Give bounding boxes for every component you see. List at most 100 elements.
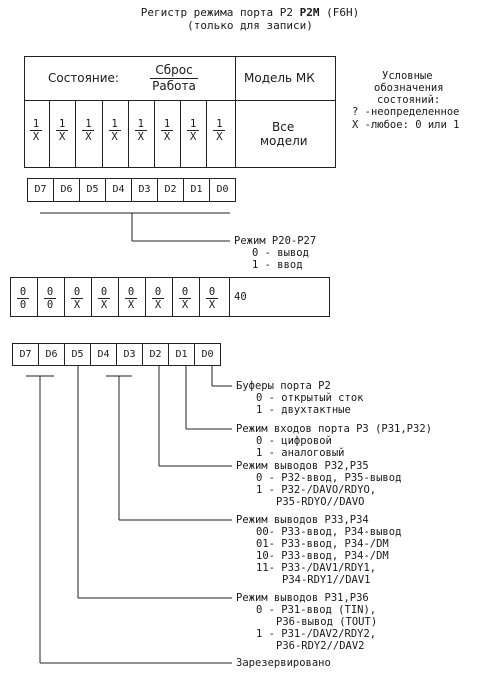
- page-subtitle: (только для записи): [187, 19, 313, 32]
- reset-label: Сброс: [150, 63, 198, 79]
- reset-work-fraction: Сброс Работа: [150, 63, 198, 94]
- fraction-divider: [154, 100, 155, 168]
- bit-cell: D0: [209, 178, 236, 202]
- fraction-divider: [145, 277, 146, 317]
- fraction-divider: [49, 100, 51, 168]
- state-table-hdivider: [24, 100, 336, 101]
- state-table-vdivider: [235, 56, 236, 168]
- title-register-name: P2M: [299, 6, 320, 19]
- legend-line4: ? -неопределенное: [352, 106, 460, 118]
- legend-line5: X -любое: 0 или 1: [352, 119, 460, 131]
- fraction-bottom: X: [59, 131, 66, 143]
- model-line2: модели: [260, 134, 308, 148]
- out3136-opt1b: P36-RDY2//DAV2: [276, 640, 365, 652]
- fraction-top: 0: [125, 286, 137, 299]
- fraction-top: 1: [187, 118, 200, 131]
- fraction-bottom: X: [163, 131, 171, 143]
- fraction-top: 1: [108, 118, 121, 131]
- out3334-opt11b: P34-RDY1//DAV1: [282, 574, 371, 586]
- buf-title: Буферы порта P2: [236, 380, 331, 392]
- model-value: 40: [234, 291, 247, 303]
- fraction-top: 0: [179, 286, 191, 299]
- fraction-divider: [172, 277, 173, 317]
- bit-cell: D0: [194, 343, 221, 366]
- out3136-opt0a: 0 - P31-ввод (TIN),: [256, 604, 377, 616]
- model-header: Модель МК: [244, 71, 315, 85]
- fraction-top: 0: [44, 286, 56, 299]
- fraction-divider: [206, 100, 208, 168]
- fraction-top: 1: [134, 118, 147, 131]
- out3235-opt1a: 1 - P32-/DAVO/RDYO,: [256, 484, 377, 496]
- fraction-top: 0: [17, 286, 29, 299]
- fraction-top: 1: [56, 118, 69, 131]
- fraction-divider: [64, 277, 65, 317]
- fraction-bottom: X: [137, 131, 144, 143]
- fraction-divider: [75, 100, 77, 168]
- reserved-label: Зарезервировано: [236, 657, 331, 669]
- out3235-opt1b: P35-RDYO//DAVO: [276, 496, 365, 508]
- mode-p20-label: Режим P20-P27: [234, 235, 317, 247]
- title-prefix: Регистр режима порта P2: [140, 6, 300, 19]
- out3334-title: Режим выводов P33,P34: [236, 514, 369, 526]
- buf-opt0: 0 - открытый сток: [256, 392, 364, 404]
- legend-line2: обозначения: [374, 82, 444, 94]
- fraction-top: 0: [206, 286, 218, 299]
- in-opt0: 0 - цифровой: [256, 435, 332, 447]
- fraction-bottom: X: [111, 131, 118, 143]
- fraction-bottom: 0: [19, 299, 27, 311]
- fraction-bottom: X: [208, 299, 216, 311]
- fraction-bottom: X: [127, 299, 135, 311]
- fraction-divider: [118, 277, 119, 317]
- title-suffix: (F6H): [319, 6, 360, 19]
- state-label: Состояние:: [48, 71, 119, 85]
- state-table: [24, 56, 336, 168]
- fraction-bottom: X: [32, 131, 40, 143]
- legend-line3: состояний:: [377, 94, 441, 106]
- fraction-top: 1: [30, 118, 42, 131]
- in-opt1: 1 - аналоговый: [256, 447, 345, 459]
- out3334-opt01: 01- P33-ввод, P34-/DM: [256, 538, 389, 550]
- fraction-bottom: X: [190, 131, 197, 143]
- fraction-divider: [101, 100, 103, 168]
- buf-opt1: 1 - двухтактные: [256, 404, 351, 416]
- fraction-bottom: X: [100, 299, 108, 311]
- mode-p20-opt0: 0 - вывод: [252, 247, 309, 259]
- fraction-top: 1: [82, 118, 95, 131]
- model-line1: Все: [272, 120, 295, 134]
- fraction-divider: [127, 100, 129, 168]
- fraction-top: 1: [213, 118, 226, 131]
- fraction-bottom: X: [73, 299, 81, 311]
- in-title: Режим входов порта P3 (P31,P32): [236, 423, 432, 435]
- state-row-2-divider: [229, 277, 230, 317]
- work-label: Работа: [152, 79, 196, 93]
- fraction-bottom: X: [85, 131, 92, 143]
- fraction-divider: [37, 277, 38, 317]
- fraction-top: 0: [98, 286, 110, 299]
- mode-p20-opt1: 1 - ввод: [252, 259, 303, 271]
- fraction-top: 0: [71, 286, 83, 299]
- fraction-divider: [91, 277, 92, 317]
- state-row-2: [10, 277, 330, 317]
- legend-line1: Условные: [382, 70, 433, 82]
- out3136-title: Режим выводов P31,P36: [236, 592, 369, 604]
- out3136-opt1a: 1 - P31-/DAV2/RDY2,: [256, 628, 377, 640]
- out3334-opt10: 10- P33-ввод, P34-/DM: [256, 550, 389, 562]
- fraction-top: 0: [152, 286, 164, 299]
- fraction-top: 1: [161, 118, 173, 131]
- fraction-divider: [180, 100, 182, 168]
- fraction-divider: [199, 277, 200, 317]
